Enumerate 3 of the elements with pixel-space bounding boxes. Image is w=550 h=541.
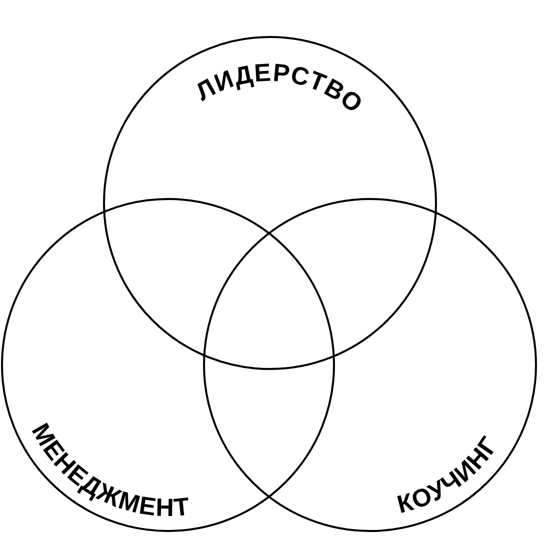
venn-circle: [102, 35, 438, 371]
venn-circle: [202, 197, 538, 533]
venn-circle: [0, 197, 336, 533]
